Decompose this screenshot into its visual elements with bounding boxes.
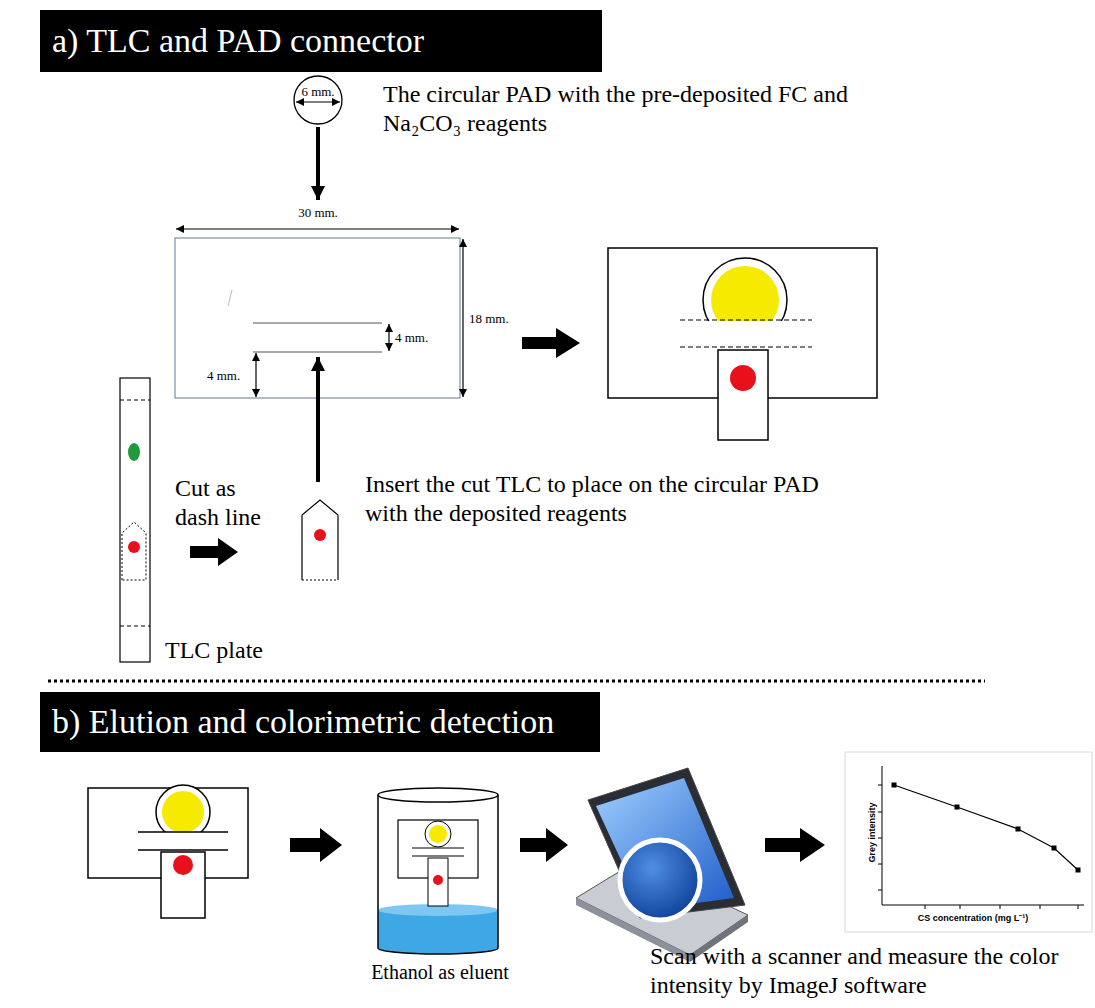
assembled-connector-small [88,785,248,918]
part-name: Ethanol as eluent [371,960,509,984]
caption-text: The circular PAD with the pre-deposited … [383,80,868,138]
calibration-plot [845,752,1092,932]
section-title: a) TLC and PAD connector [52,10,424,72]
section-divider [48,680,985,683]
calibration-chart: Grey intensity CS concentration (mg L⁻¹) [845,752,1092,932]
step-note: Cut as dash line [175,474,285,532]
section-header: b) Elution and colorimetric detection [40,692,600,752]
axis-label: CS concentration (mg L⁻¹) [918,914,1029,923]
step-note: Scan with a scanner and measure the colo… [650,942,1082,1000]
part-name: TLC plate [165,636,263,665]
connector-sheet [175,229,463,482]
step-note: Insert the cut TLC to place on the circu… [365,470,860,528]
axis-label: Grey intensity [868,802,877,862]
scanner-icon [576,768,748,962]
tlc-plate [120,378,150,662]
dimension-label: 30 mm. [298,205,338,221]
dimension-label: 4 mm. [207,368,240,384]
circle-outline [293,75,343,125]
pad-circle: 6 mm. [293,75,343,125]
beaker [378,788,498,954]
section-header: a) TLC and PAD connector [40,10,602,72]
pad-circle-art [296,102,340,200]
cut-tlc-piece [302,500,338,580]
section-title: b) Elution and colorimetric detection [52,692,554,752]
dimension-label: 18 mm. [469,311,509,327]
dimension-label: 6 mm. [301,85,334,98]
dimension-label: 4 mm. [395,330,428,346]
assembled-connector [608,248,877,440]
